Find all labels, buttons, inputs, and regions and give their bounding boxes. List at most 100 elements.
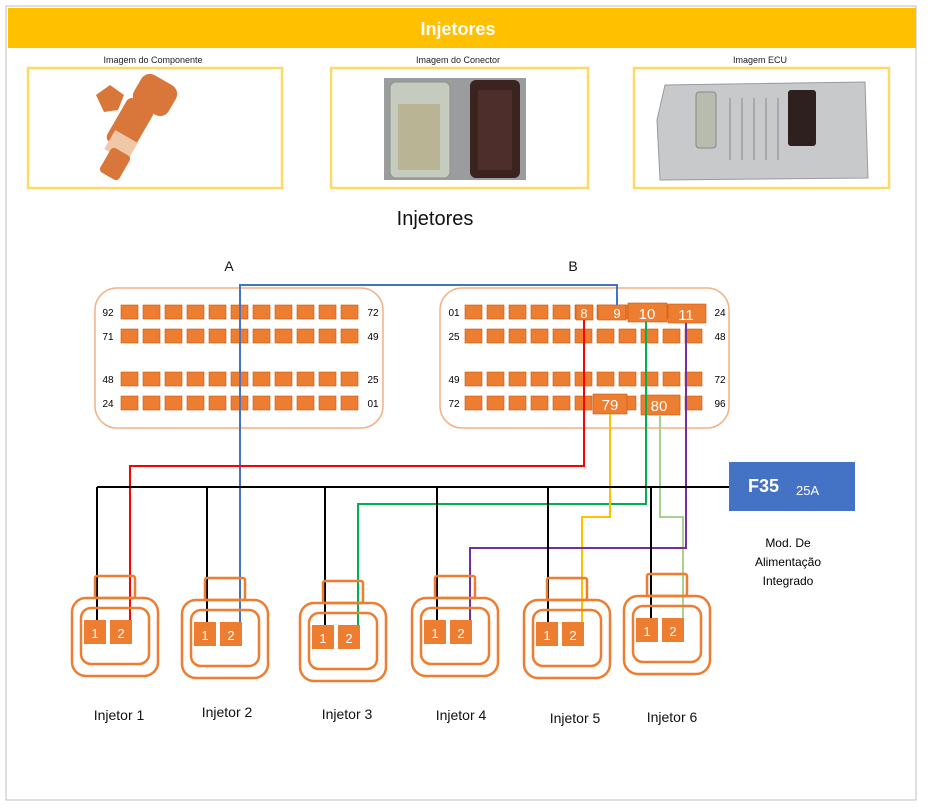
connector-pin bbox=[508, 371, 527, 387]
connector-pin bbox=[640, 328, 659, 344]
connector-pin bbox=[274, 328, 293, 344]
connector-pin bbox=[274, 304, 293, 320]
highlighted-pin-8[interactable]: 8 bbox=[575, 304, 594, 321]
connector-pin bbox=[120, 371, 139, 387]
injector-pin-2-label: 2 bbox=[117, 626, 124, 641]
highlighted-pin-10[interactable]: 10 bbox=[627, 302, 668, 323]
component-image-caption: Imagem do Componente bbox=[103, 55, 202, 65]
connector-b-row-label: 48 bbox=[714, 332, 726, 343]
connector-pin bbox=[340, 395, 359, 411]
connector-pin bbox=[618, 328, 637, 344]
connector-pin bbox=[296, 395, 315, 411]
connector-pin bbox=[464, 371, 483, 387]
connector-pin bbox=[552, 328, 571, 344]
fuse-f35: F35 25A bbox=[729, 462, 855, 511]
connector-b-row-label: 72 bbox=[714, 375, 726, 386]
connector-pin bbox=[164, 395, 183, 411]
connector-pin bbox=[464, 395, 483, 411]
connector-image-caption: Imagem do Conector bbox=[416, 55, 500, 65]
highlighted-pin-11[interactable]: 11 bbox=[667, 303, 707, 324]
highlighted-pin-80[interactable]: 80 bbox=[640, 394, 681, 416]
connector-b-row-label: 25 bbox=[448, 332, 460, 343]
connector-a-row-label: 01 bbox=[367, 399, 379, 410]
connector-pin bbox=[318, 395, 337, 411]
connector-pin bbox=[186, 328, 205, 344]
connector-pin bbox=[662, 328, 681, 344]
connector-pin bbox=[340, 371, 359, 387]
connector-pin bbox=[164, 304, 183, 320]
connector-pin bbox=[340, 304, 359, 320]
connector-pin bbox=[274, 395, 293, 411]
connector-pin bbox=[318, 328, 337, 344]
injector-label: Injetor 4 bbox=[436, 707, 487, 723]
injector-pin-2-label: 2 bbox=[227, 628, 234, 643]
svg-text:8: 8 bbox=[580, 306, 587, 321]
connector-pin bbox=[142, 371, 161, 387]
connector-pin bbox=[552, 371, 571, 387]
connector-pin bbox=[142, 304, 161, 320]
connector-pin bbox=[142, 328, 161, 344]
wire-injector-4-purple bbox=[469, 323, 687, 630]
connector-pin bbox=[318, 304, 337, 320]
connector-pin bbox=[208, 371, 227, 387]
injector-label: Injetor 3 bbox=[322, 706, 373, 722]
injector-pin-2 bbox=[450, 620, 472, 644]
svg-text:11: 11 bbox=[678, 307, 694, 324]
component-image bbox=[26, 66, 284, 190]
connector-pin bbox=[640, 371, 659, 387]
connector-pin bbox=[552, 304, 571, 320]
header-title: Injetores bbox=[420, 19, 495, 39]
connector-pin bbox=[274, 371, 293, 387]
connector-pin bbox=[618, 371, 637, 387]
injector-label: Injetor 2 bbox=[202, 704, 253, 720]
connector-a-row-label: 48 bbox=[102, 375, 114, 386]
connector-pin bbox=[142, 395, 161, 411]
injector-pin-2-label: 2 bbox=[669, 624, 676, 639]
injector-pin-1 bbox=[424, 620, 446, 644]
connector-pin bbox=[252, 395, 271, 411]
injector-pin-1-label: 1 bbox=[91, 626, 98, 641]
injector-pin-2 bbox=[662, 618, 684, 642]
highlighted-pin-9[interactable]: 9 bbox=[597, 304, 627, 321]
connector-pin bbox=[186, 371, 205, 387]
connector-pin bbox=[296, 328, 315, 344]
connector-pin bbox=[662, 371, 681, 387]
connector-pin bbox=[684, 371, 703, 387]
connector-pin bbox=[252, 328, 271, 344]
highlighted-pin-79[interactable]: 79 bbox=[592, 393, 628, 415]
svg-text:80: 80 bbox=[651, 398, 668, 415]
connector-a-row-label: 24 bbox=[102, 399, 114, 410]
injector-pin-2 bbox=[110, 620, 132, 644]
connector-pin bbox=[120, 328, 139, 344]
injector-pin-1-label: 1 bbox=[543, 628, 550, 643]
connector-pin bbox=[464, 304, 483, 320]
connector-b-row-label: 72 bbox=[448, 399, 460, 410]
injector-pin-1 bbox=[636, 618, 658, 642]
connector-pin bbox=[252, 304, 271, 320]
wire-injector-1-red bbox=[129, 320, 585, 630]
connector-pin bbox=[318, 371, 337, 387]
connector-pin bbox=[530, 328, 549, 344]
fuse-rating: 25A bbox=[796, 483, 819, 498]
injector-label: Injetor 6 bbox=[647, 709, 698, 725]
connector-pin bbox=[340, 328, 359, 344]
svg-text:79: 79 bbox=[602, 397, 619, 414]
injector-pin-1 bbox=[194, 622, 216, 646]
connector-b-row-label: 01 bbox=[448, 308, 460, 319]
connector-pin bbox=[486, 371, 505, 387]
connector-a-row-label: 92 bbox=[102, 308, 114, 319]
connector-pin bbox=[508, 328, 527, 344]
connector-pin bbox=[530, 371, 549, 387]
connector-pin bbox=[464, 328, 483, 344]
injector-label: Injetor 1 bbox=[94, 707, 145, 723]
connector-a-label: A bbox=[224, 258, 234, 274]
connector-b-row-label: 49 bbox=[448, 375, 460, 386]
injector-pin-1 bbox=[84, 620, 106, 644]
